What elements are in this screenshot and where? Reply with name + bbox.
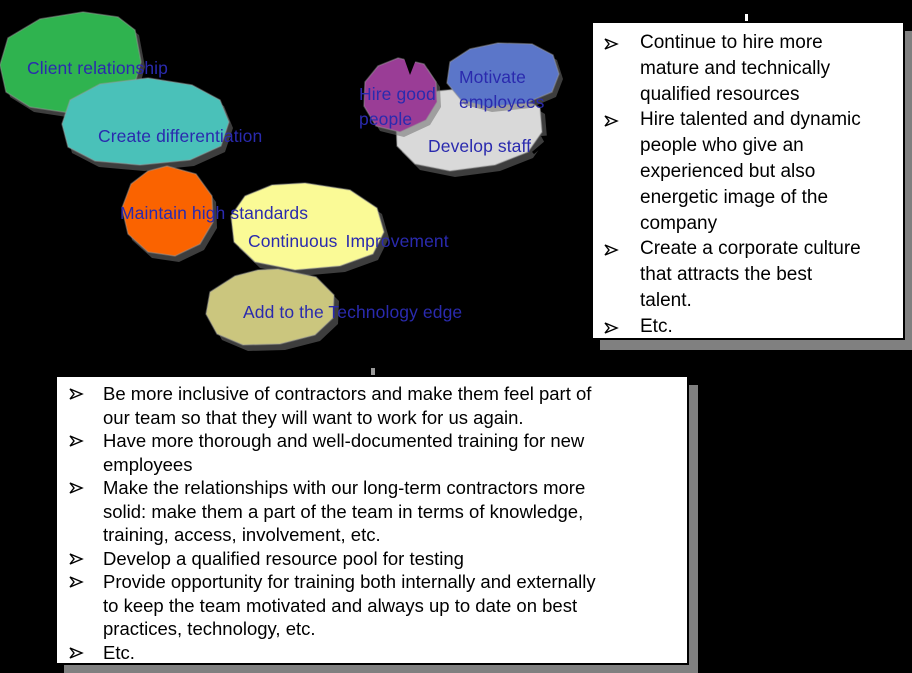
list-item-text: Provide opportunity for training both in… <box>103 571 596 639</box>
bubble-label-motivate-employees: Motivate employees <box>459 67 545 112</box>
blob-continuous-improvement <box>230 182 389 276</box>
list-item: Hire talented and dynamic people who giv… <box>598 107 899 236</box>
list-item: Have more thorough and well-documented t… <box>65 429 681 476</box>
arrow-bullet-icon <box>65 382 103 401</box>
list-item: Continue to hire more mature and technic… <box>598 30 899 107</box>
arrow-bullet-icon <box>598 314 640 335</box>
blob-hire-good-people <box>363 57 441 137</box>
list-item-text: Etc. <box>103 641 135 663</box>
bubble-label-client-relationship: Client relationship <box>27 58 169 78</box>
list-item-text: Continue to hire more mature and technic… <box>640 32 831 105</box>
arrow-bullet-icon <box>598 236 640 257</box>
staff-cursor-arrow-icon <box>532 135 555 155</box>
arrow-bullet-icon <box>65 570 103 589</box>
bubble-label-develop-staff: Develop staff <box>428 136 532 156</box>
arrow-bullet-icon <box>65 476 103 495</box>
blob-motivate-employees <box>446 42 563 112</box>
list-item-text: Make the relationships with our long-ter… <box>103 477 586 545</box>
list-item-text: Hire talented and dynamic people who giv… <box>640 109 861 234</box>
arrow-bullet-icon <box>598 107 640 128</box>
arrow-bullet-icon <box>65 429 103 448</box>
list-item-text: Create a corporate culture that attracts… <box>640 238 861 311</box>
arrow-bullet-icon <box>65 547 103 566</box>
list-item-text: Have more thorough and well-documented t… <box>103 430 585 475</box>
bubble-label-add-technology-edge: Add to the Technology edge <box>243 302 463 322</box>
list-item-text: Develop a qualified resource pool for te… <box>103 547 464 569</box>
list-item: Provide opportunity for training both in… <box>65 570 681 641</box>
down-arrow-icon <box>404 35 421 75</box>
bubble-label-maintain-high-standards: Maintain high standards <box>120 203 309 223</box>
bubble-label-create-differentiation: Create differentiation <box>98 126 263 146</box>
list-item: Make the relationships with our long-ter… <box>65 476 681 547</box>
connector-tick-right-panel <box>745 14 748 22</box>
list-item-text: Be more inclusive of contractors and mak… <box>103 383 592 428</box>
list-item: Etc. <box>65 641 681 665</box>
hiring-ideas-panel: Continue to hire more mature and technic… <box>591 21 905 340</box>
list-item: Develop a qualified resource pool for te… <box>65 547 681 571</box>
blob-create-differentiation <box>61 77 233 171</box>
list-item: Be more inclusive of contractors and mak… <box>65 382 681 429</box>
list-item: Etc. <box>598 314 899 340</box>
connector-tick-bottom-panel <box>371 368 375 377</box>
arrow-bullet-icon <box>65 641 103 660</box>
bubble-label-hire-good-people: Hire good people <box>359 84 436 129</box>
contractor-ideas-panel: Be more inclusive of contractors and mak… <box>55 375 689 665</box>
blob-add-technology-edge <box>205 268 339 351</box>
blob-maintain-high-standards <box>121 165 217 262</box>
list-item: Create a corporate culture that attracts… <box>598 236 899 313</box>
list-item-text: Etc. <box>640 315 673 337</box>
bubble-label-continuous-improvement: Continuous Improvement <box>248 231 449 251</box>
arrow-bullet-icon <box>598 30 640 51</box>
